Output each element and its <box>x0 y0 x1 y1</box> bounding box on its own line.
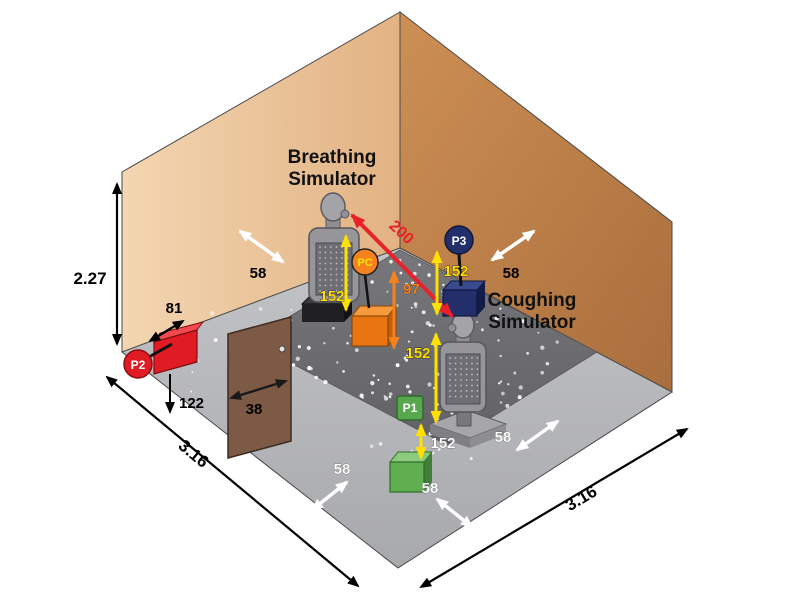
coughing-simulator-title: Coughing Simulator <box>488 290 577 333</box>
p1-badge-label: P1 <box>403 401 418 415</box>
offset-arrow-bottom <box>435 497 474 529</box>
offset-label-bottom: 58 <box>422 480 439 497</box>
offset-arrow-bottom-left <box>310 480 349 512</box>
breathing-height-label: 152 <box>319 288 344 305</box>
offset-label-right: 58 <box>495 429 512 446</box>
offset-measure-bottom-left: 58 <box>310 461 351 512</box>
coughing-height-measure: 152 <box>405 332 442 424</box>
p2-offset-arrow <box>148 319 185 343</box>
coughing-chest-panel <box>445 353 481 405</box>
door-offset: 38 <box>229 379 288 418</box>
p1-height-label: 152 <box>430 435 455 452</box>
p3-badge-label: P3 <box>452 234 467 248</box>
coughing-panel-dots <box>449 357 479 398</box>
breathing-mouth-nozzle <box>340 209 350 219</box>
coughing-title-line2: Simulator <box>488 312 576 333</box>
offset-label-bottom-left: 58 <box>334 461 351 478</box>
coughing-title-line1: Coughing <box>488 290 577 311</box>
p3-box-side <box>477 281 485 316</box>
pc-box-front <box>351 315 389 347</box>
p2-badge <box>123 349 153 379</box>
offset-arrow-top-right <box>490 229 536 262</box>
offset-label-top-left: 58 <box>250 265 267 282</box>
p1-box-side <box>424 452 432 492</box>
breathing-height-measure: 152 <box>319 234 352 312</box>
coughing-simulator-figure <box>428 311 508 448</box>
offset-measure-right: 58 <box>494 419 560 452</box>
sample-point-p1: P1 <box>388 395 434 493</box>
offset-measure-top-left: 58 <box>238 229 285 282</box>
width-arrow <box>419 427 689 589</box>
coughing-mouth-nozzle <box>447 323 457 333</box>
coughing-stand-left <box>430 424 470 448</box>
depth-arrow <box>105 375 360 588</box>
pc-height-measure: 97 <box>388 270 420 350</box>
offset-measure-top-right: 58 <box>490 229 536 282</box>
height-label: 2.27 <box>73 269 106 288</box>
door-handle <box>278 345 286 353</box>
width-label: 3.16 <box>562 482 600 515</box>
sample-point-p2: P2 81 122 <box>123 300 205 414</box>
door-panel <box>227 316 292 459</box>
offset-arrow-top-left <box>238 229 285 264</box>
p1-badge <box>396 395 424 421</box>
door-offset-label: 38 <box>246 401 263 418</box>
coughing-height-label: 152 <box>405 345 430 362</box>
p2-badge-label: P2 <box>131 358 146 372</box>
breathing-simulator-title: Breathing Simulator <box>288 147 377 190</box>
breathing-title-line2: Simulator <box>288 169 376 190</box>
p1-height-measure: 152 <box>415 423 456 460</box>
p1-box-front <box>389 461 425 493</box>
depth-label: 3.16 <box>175 436 213 472</box>
door-offset-arrow <box>229 379 288 400</box>
breathing-title-line1: Breathing <box>288 147 377 168</box>
breathing-head <box>320 192 346 222</box>
p2-stem <box>148 342 173 359</box>
p3-height-label: 152 <box>443 263 468 280</box>
p3-height-measure: 152 <box>431 250 469 316</box>
pc-height-label: 97 <box>403 281 420 298</box>
p2-offset-label: 81 <box>166 300 183 317</box>
p2-height-label: 122 <box>179 395 204 412</box>
door <box>227 316 292 459</box>
offset-label-top-right: 58 <box>503 265 520 282</box>
breathing-base-front <box>302 304 344 322</box>
p3-stem <box>457 253 463 287</box>
dimension-height: 2.27 <box>73 182 122 346</box>
offset-arrow-right <box>515 419 560 452</box>
coughing-stand-right <box>470 424 506 448</box>
pc-badge-label: PC <box>357 257 372 269</box>
offset-measure-bottom: 58 <box>421 480 474 529</box>
